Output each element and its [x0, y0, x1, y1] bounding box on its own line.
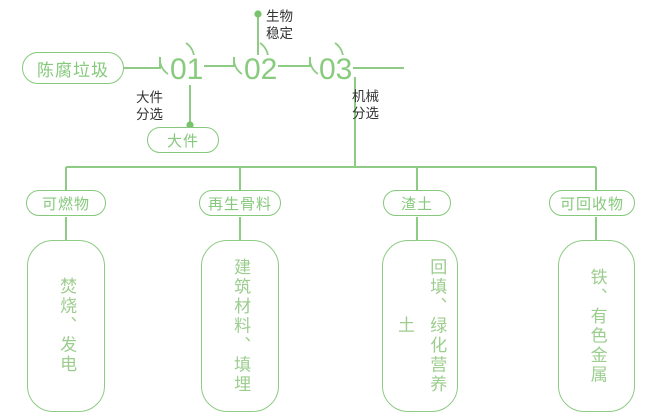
node-category-slag-soil[interactable]: 渣土	[383, 190, 451, 216]
arc-stage2-bottom	[233, 56, 243, 75]
arc-stage3-bottom	[309, 56, 319, 75]
dot-biostable-connector	[254, 10, 262, 18]
outcome-box-recycled-aggregate[interactable]: 建筑材料、填埋	[201, 240, 279, 412]
outcome-text-combustible: 焚烧、发电	[57, 277, 77, 375]
node-bulky-output[interactable]: 大件	[147, 127, 219, 153]
outcome-box-recyclables[interactable]: 铁、有色金属	[558, 240, 635, 412]
node-category-recycled-aggregate[interactable]: 再生骨料	[199, 190, 281, 216]
stage-label-bio-stabilization: 生物 稳定	[266, 9, 293, 42]
node-category-recyclables[interactable]: 可回收物	[549, 190, 635, 216]
stage-label-bulky-sorting: 大件 分选	[136, 90, 163, 123]
outcome-box-combustible[interactable]: 焚烧、发电	[27, 240, 105, 412]
node-source-waste[interactable]: 陈腐垃圾	[22, 52, 124, 84]
stage-label-mechanical-sorting: 机械 分选	[352, 89, 379, 122]
stage-number-02[interactable]: 02	[243, 53, 279, 86]
outcome-text-recyclables: 铁、有色金属	[587, 267, 607, 385]
node-category-combustible[interactable]: 可燃物	[26, 190, 106, 216]
wire-source-to-stage1	[124, 57, 161, 69]
stage-number-01[interactable]: 01	[169, 53, 205, 86]
outcome-text-slag-soil: 回填、绿化营养土	[395, 257, 447, 395]
arc-stage1-bottom	[159, 56, 169, 75]
outcome-text-recycled-aggregate: 建筑材料、填埋	[231, 257, 251, 395]
stage-number-03[interactable]: 03	[318, 53, 354, 86]
outcome-box-slag-soil[interactable]: 回填、绿化营养土	[382, 240, 458, 412]
